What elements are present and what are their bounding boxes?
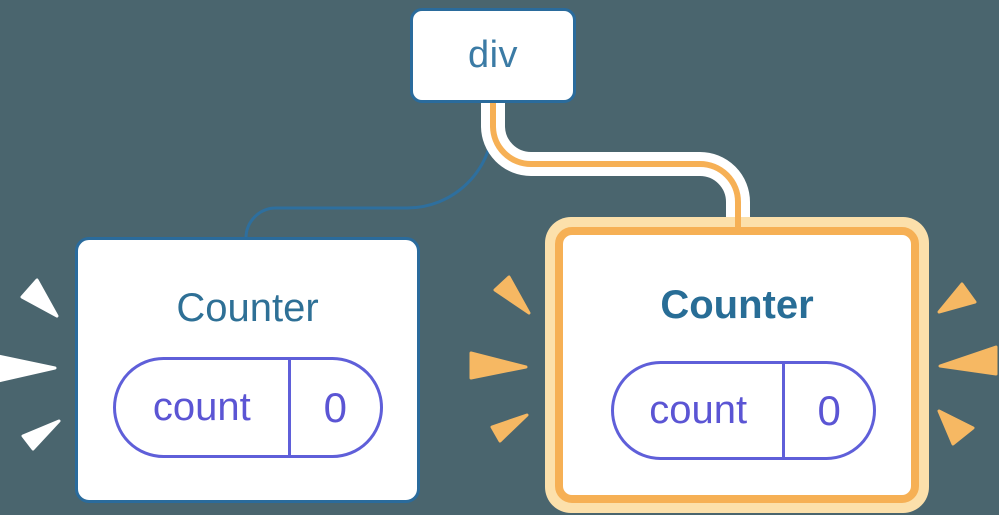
state-pill: count 0 — [113, 357, 383, 458]
sparkle-ray-icon — [493, 275, 531, 315]
state-key-label: count — [614, 364, 786, 457]
sparkle-ray-icon — [937, 282, 977, 314]
tree-edge-left-icon — [244, 100, 495, 246]
burst-rays-orange-left — [469, 275, 531, 443]
sparkle-ray-icon — [490, 413, 529, 443]
sparkle-ray-icon — [21, 419, 61, 451]
burst-rays-orange-right — [937, 282, 998, 446]
counter-title: Counter — [176, 286, 319, 330]
counter-title: Counter — [660, 283, 814, 327]
burst-rays-white — [0, 278, 61, 451]
sparkle-ray-icon — [938, 345, 998, 376]
highlight-ring: Counter count 0 — [555, 227, 919, 503]
sparkle-ray-icon — [0, 354, 57, 383]
connector-stub — [735, 216, 741, 231]
counter-card-right-highlight: Counter count 0 — [545, 217, 929, 513]
state-pill: count 0 — [611, 361, 876, 460]
tree-edge-right-icon — [490, 96, 741, 244]
state-key-label: count — [116, 360, 291, 455]
sparkle-ray-icon — [469, 351, 528, 380]
state-value-label: 0 — [323, 383, 347, 431]
sparkle-ray-icon — [937, 409, 975, 446]
counter-card-left: Counter count 0 — [75, 237, 420, 503]
root-node: div — [410, 8, 576, 103]
sparkle-ray-icon — [20, 278, 59, 318]
root-node-label: div — [467, 34, 519, 76]
state-value-label: 0 — [817, 386, 841, 434]
